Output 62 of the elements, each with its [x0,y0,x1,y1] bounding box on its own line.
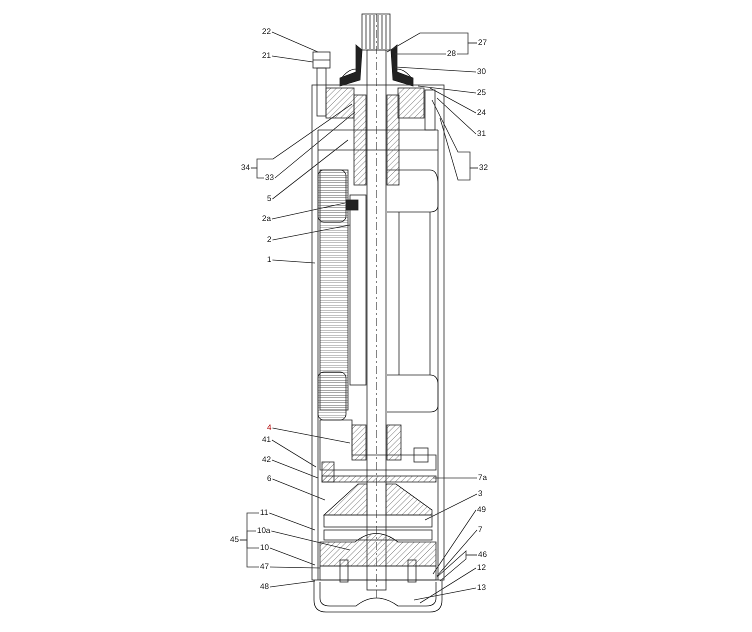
callout-number: 4 [267,423,272,433]
callout-number: 2a [262,214,271,224]
callout-number: 31 [477,129,486,139]
leader-line [420,568,476,604]
leader-line [440,118,478,180]
leader-line [272,478,326,500]
leader-line [456,42,478,54]
leader-line [274,112,356,178]
leader-line [240,540,260,568]
leader-line [424,494,478,520]
leader-line [270,580,316,588]
callout-number: 27 [478,38,487,48]
leader-line [272,260,316,264]
callout-number: 41 [262,435,271,445]
callout-number: 48 [260,582,269,592]
callout-number: 11 [260,508,268,518]
leader-line [272,140,348,200]
leader-line [272,202,346,220]
leader-line [272,224,350,240]
leader-line [268,512,316,530]
leader-line [414,588,476,600]
callout-number: 22 [262,27,271,37]
callout-number: 10 [260,543,269,553]
callout-number: 42 [262,455,271,465]
callout-number: 13 [477,583,486,593]
callout-number: 2 [267,235,272,245]
callout-number: 33 [265,173,274,183]
leader-line [270,548,316,566]
callout-number: 46 [478,550,487,560]
callout-number: 3 [478,489,482,499]
callout-number: 5 [267,194,272,204]
callout-number: 21 [262,51,271,61]
callout-number: 24 [477,108,486,118]
leader-line [272,428,350,444]
callout-number: 32 [479,163,488,173]
callout-number: 1 [267,255,272,265]
callout-number: 45 [230,535,239,545]
leader-line [394,66,476,72]
callout-number: 10a [257,526,270,536]
callout-number: 34 [241,163,250,173]
leader-line [250,168,264,178]
callout-number: 30 [477,67,486,77]
leader-line [418,86,476,94]
callout-number: 7 [478,525,482,535]
leader-line [270,530,350,550]
callout-number: 49 [477,505,486,515]
callout-number: 25 [477,88,486,98]
leader-line [440,554,478,582]
callout-number: 47 [260,562,269,572]
leader-line [270,566,320,568]
callout-number: 12 [477,563,486,573]
callout-number: 6 [267,474,272,484]
callout-number: 28 [447,49,456,59]
leader-line [436,530,478,576]
leader-line [436,98,476,134]
leader-line [272,440,316,468]
leader-line [272,460,318,478]
callout-number: 7a [478,473,487,483]
leader-line [432,510,476,574]
leader-line [272,56,314,62]
leader-line [272,32,318,52]
leader-line [430,88,476,114]
